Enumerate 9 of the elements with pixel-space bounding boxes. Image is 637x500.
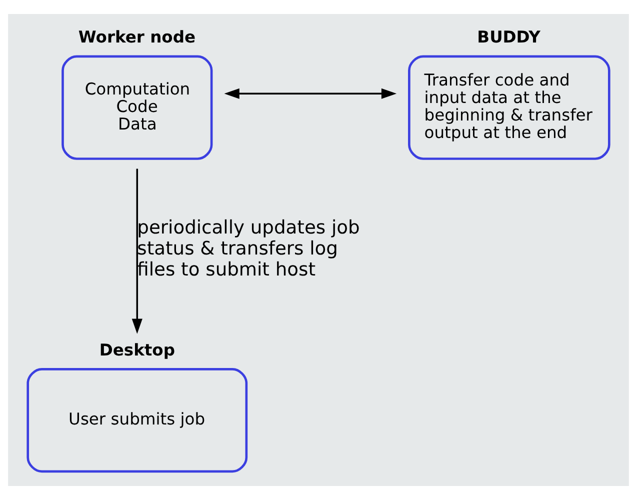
node-box: User submits job xyxy=(26,368,248,473)
node-label: BUDDY xyxy=(477,28,540,47)
arrow xyxy=(224,88,397,99)
edge-label: periodically updates job status & transfers log files to submit host xyxy=(137,217,360,280)
node-box: Computation Code Data xyxy=(62,55,213,160)
node-box: Transfer code and input data at the beginning & transfer output at the end xyxy=(408,55,610,160)
node-label: Desktop xyxy=(99,340,175,360)
node-label: Worker node xyxy=(78,28,196,47)
arrow xyxy=(132,168,142,334)
